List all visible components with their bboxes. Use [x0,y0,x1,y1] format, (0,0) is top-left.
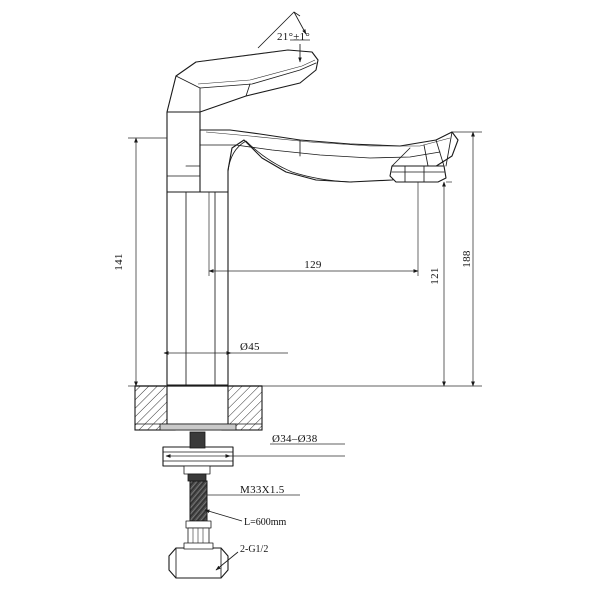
dimension-label-overall-height: 188 [461,250,473,268]
countertop-section [134,385,263,431]
spout-arm [199,129,459,193]
dimension-label-hole-diameter: Ø34–Ø38 [272,433,318,445]
hex-nut [168,542,229,579]
dimension-hose-length: L=600mm [204,509,287,528]
handle-lever [166,49,319,113]
dimension-connection-spec: 2-G1/2 [215,544,268,571]
dimension-label-spout-reach: 129 [304,259,322,271]
dimension-handle-angle: 21°±1° [257,11,310,63]
supply-hose [185,480,212,546]
dimension-label-thread-spec: M33X1.5 [240,484,285,496]
dimension-hole-diameter: Ø34–Ø38 [165,433,345,458]
dimension-thread-spec: M33X1.5 [207,484,300,496]
dimension-label-base-diameter: Ø45 [240,341,260,353]
spout-outlet [389,131,453,183]
dimension-label-hose-length: L=600mm [244,517,287,528]
dimension-base-diameter: Ø45 [163,300,288,360]
dimension-label-handle-angle: 21°±1° [277,31,310,43]
dimension-label-spout-height: 121 [429,267,441,284]
dimension-spout-height: 121 [429,181,452,387]
base-column [166,191,229,386]
dimension-label-connection-spec: 2-G1/2 [240,544,268,555]
dimension-label-body-height: 141 [113,253,125,270]
dimension-body-height: 141 [113,137,167,387]
mounting-bracket [162,431,234,482]
dimension-spout-reach: 129 [208,182,419,276]
